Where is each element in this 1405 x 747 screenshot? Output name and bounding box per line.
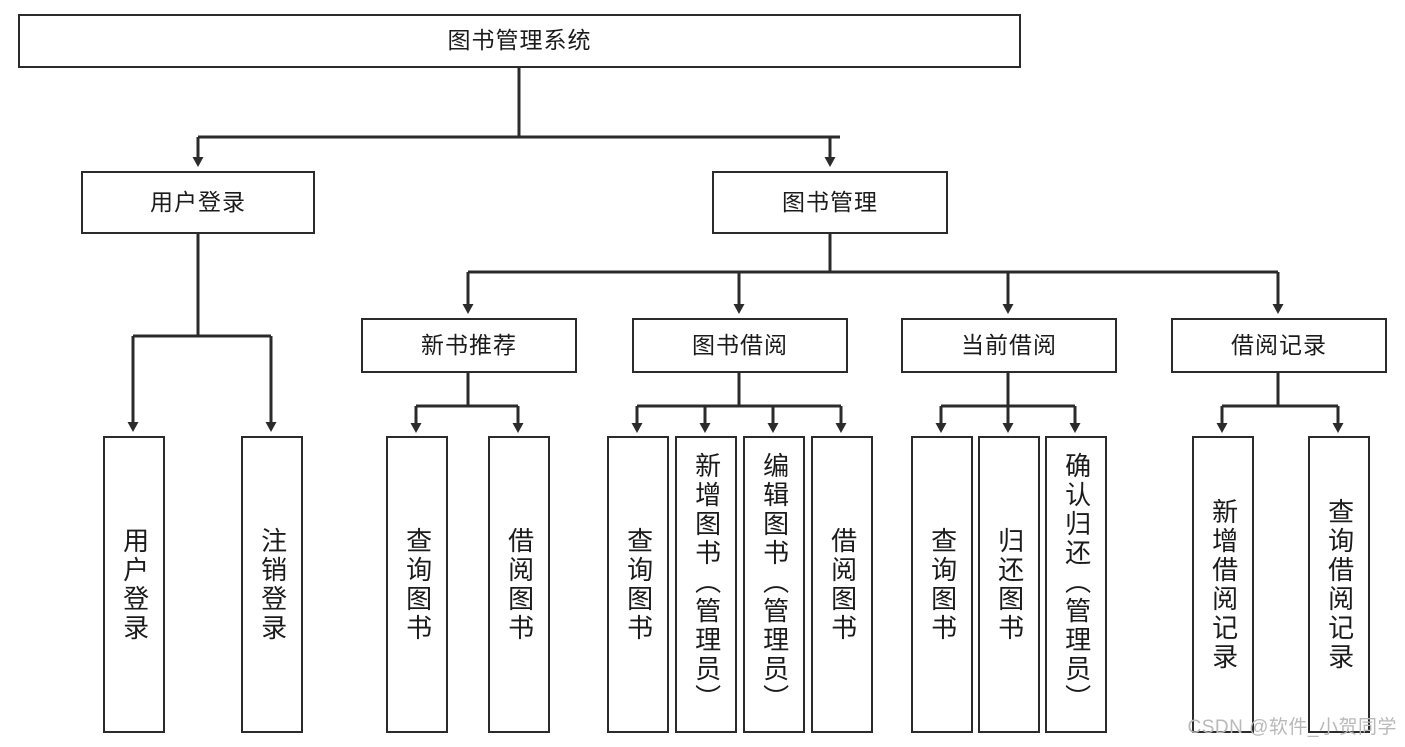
node-new-book-recommend-label: 新书推荐 xyxy=(421,331,517,358)
leaf-user-login[interactable]: 用户登录 xyxy=(103,436,165,733)
leaf-cb-confirm-return-admin-label: 确认归还（管理员） xyxy=(1061,452,1092,713)
node-book-management[interactable]: 图书管理 xyxy=(712,171,948,234)
node-borrow-records-label: 借阅记录 xyxy=(1231,331,1327,358)
leaf-bw-query-book-label: 查询图书 xyxy=(623,526,654,643)
leaf-cb-return-book-label: 归还图书 xyxy=(994,526,1025,643)
node-root[interactable]: 图书管理系统 xyxy=(18,14,1021,68)
leaf-nb-query-book-label: 查询图书 xyxy=(402,526,433,643)
node-user-login[interactable]: 用户登录 xyxy=(81,171,315,234)
leaf-bw-borrow-book[interactable]: 借阅图书 xyxy=(811,436,873,733)
node-book-management-label: 图书管理 xyxy=(782,188,878,215)
leaf-cb-confirm-return-admin[interactable]: 确认归还（管理员） xyxy=(1045,436,1107,733)
node-current-borrow[interactable]: 当前借阅 xyxy=(901,318,1117,373)
node-new-book-recommend[interactable]: 新书推荐 xyxy=(361,318,577,373)
leaf-nb-borrow-book-label: 借阅图书 xyxy=(504,526,535,643)
leaf-cb-query-book[interactable]: 查询图书 xyxy=(911,436,973,733)
leaf-rc-query-record-label: 查询借阅记录 xyxy=(1324,497,1355,672)
leaf-nb-query-book[interactable]: 查询图书 xyxy=(386,436,448,733)
node-book-borrow[interactable]: 图书借阅 xyxy=(632,318,848,373)
leaf-rc-add-record-label: 新增借阅记录 xyxy=(1208,497,1239,672)
node-root-label: 图书管理系统 xyxy=(447,27,592,54)
leaf-bw-borrow-book-label: 借阅图书 xyxy=(827,526,858,643)
leaf-rc-add-record[interactable]: 新增借阅记录 xyxy=(1192,436,1254,733)
leaf-bw-edit-book-admin[interactable]: 编辑图书（管理员） xyxy=(743,436,805,733)
leaf-logout-label: 注销登录 xyxy=(257,526,288,643)
leaf-bw-add-book-admin[interactable]: 新增图书（管理员） xyxy=(675,436,737,733)
leaf-cb-query-book-label: 查询图书 xyxy=(927,526,958,643)
node-user-login-label: 用户登录 xyxy=(150,188,246,215)
leaf-logout[interactable]: 注销登录 xyxy=(241,436,303,733)
leaf-bw-add-book-admin-label: 新增图书（管理员） xyxy=(691,452,722,713)
leaf-bw-query-book[interactable]: 查询图书 xyxy=(607,436,669,733)
node-current-borrow-label: 当前借阅 xyxy=(961,331,1057,358)
leaf-rc-query-record[interactable]: 查询借阅记录 xyxy=(1308,436,1370,733)
leaf-bw-edit-book-admin-label: 编辑图书（管理员） xyxy=(759,452,790,713)
leaf-user-login-label: 用户登录 xyxy=(119,526,150,643)
node-borrow-records[interactable]: 借阅记录 xyxy=(1171,318,1387,373)
leaf-nb-borrow-book[interactable]: 借阅图书 xyxy=(488,436,550,733)
node-book-borrow-label: 图书借阅 xyxy=(692,331,788,358)
leaf-cb-return-book[interactable]: 归还图书 xyxy=(978,436,1040,733)
